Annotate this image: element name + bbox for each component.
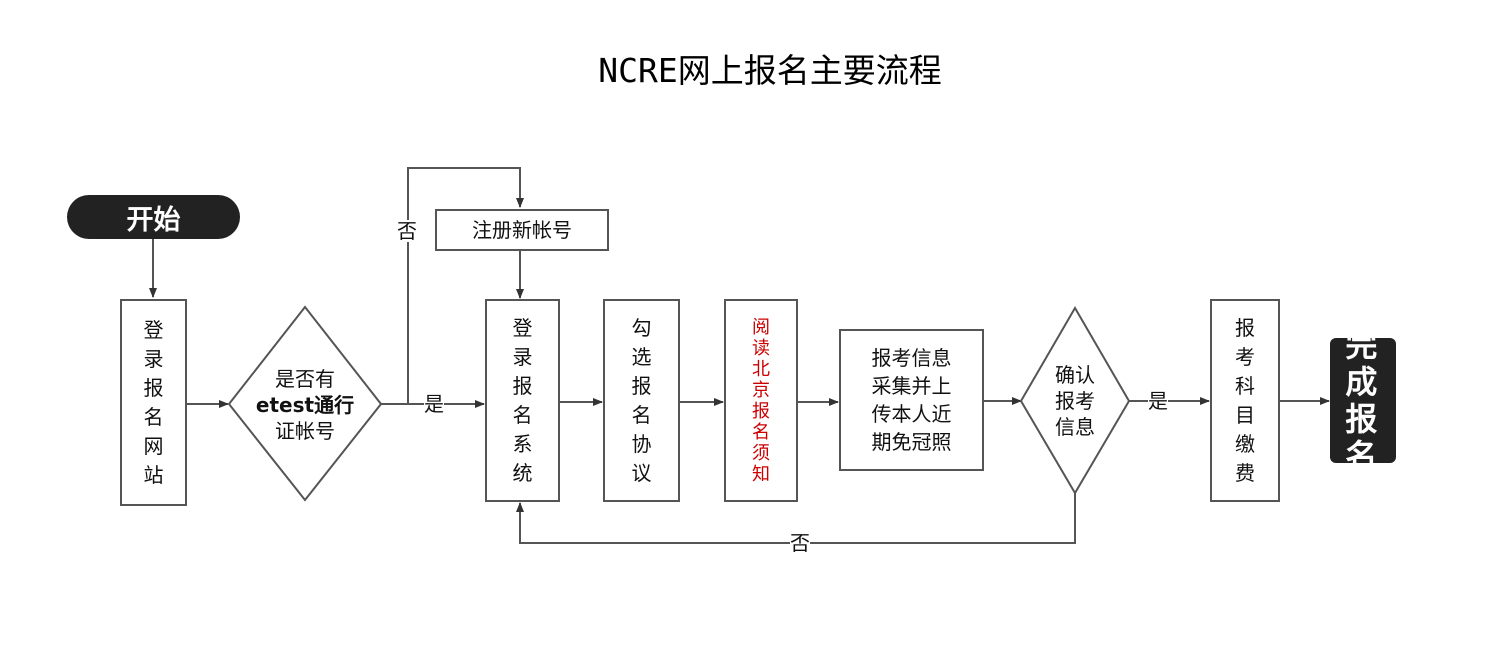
- decision-confirm-line: 报考: [1055, 389, 1095, 413]
- step-login-system-label: 登录报名系统: [512, 315, 533, 485]
- step-login-system: 登录报名系统: [485, 299, 560, 502]
- step-collect-info: 报考信息 采集并上 传本人近 期免冠照: [839, 329, 984, 471]
- step-register-account-label: 注册新帐号: [472, 218, 572, 242]
- collect-info-line: 传本人近: [871, 402, 952, 426]
- collect-info-line: 报考信息: [871, 346, 952, 370]
- decision-has-account-line: 证帐号: [275, 419, 335, 443]
- decision-confirm-shape: [1019, 306, 1131, 495]
- step-pay-fee-label: 报考科目缴费: [1235, 315, 1255, 485]
- decision-has-account-shape: [227, 305, 383, 502]
- step-read-notice-label: 阅读北京报名须知: [751, 316, 770, 485]
- step-collect-info-label: 报考信息 采集并上 传本人近 期免冠照: [872, 344, 952, 456]
- arrow-no-to-register: [407, 167, 524, 404]
- step-read-notice: 阅读北京报名须知: [724, 299, 798, 502]
- step-check-agreement-label: 勾选报名协议: [631, 315, 652, 485]
- page-title: NCRE网上报名主要流程: [598, 51, 942, 90]
- step-pay-fee: 报考科目缴费: [1210, 299, 1280, 502]
- label-yes-account: 是: [424, 392, 444, 416]
- step-login-website: 登录报名网站: [120, 299, 187, 506]
- end-node: 完成报名: [1330, 326, 1396, 474]
- label-yes-confirm: 是: [1148, 389, 1168, 413]
- decision-has-account-label: 是否有 etest通行 证帐号: [244, 366, 366, 444]
- step-login-website-label: 登录报名网站: [143, 317, 164, 487]
- decision-has-account-line: 是否有: [275, 367, 335, 391]
- start-node: 开始: [67, 195, 240, 239]
- collect-info-line: 期免冠照: [871, 430, 952, 454]
- decision-has-account-line: etest通行: [255, 393, 355, 417]
- step-check-agreement: 勾选报名协议: [603, 299, 680, 502]
- label-no-confirm: 否: [790, 531, 810, 555]
- label-no-register: 否: [397, 219, 417, 243]
- step-register-account: 注册新帐号: [435, 209, 609, 251]
- decision-confirm-line: 信息: [1055, 415, 1095, 439]
- end-node-label: 完成报名: [1345, 325, 1378, 475]
- decision-confirm-line: 确认: [1055, 363, 1095, 387]
- decision-confirm-label: 确认 报考 信息: [1045, 362, 1105, 440]
- collect-info-line: 采集并上: [871, 374, 952, 398]
